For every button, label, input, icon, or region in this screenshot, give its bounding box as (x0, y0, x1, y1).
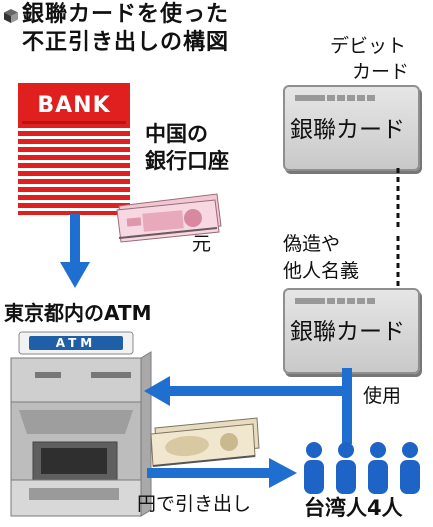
card-stripes (295, 95, 405, 103)
arrow-use-to-atm (144, 368, 358, 444)
people-group (298, 440, 426, 496)
bank-building (18, 83, 130, 215)
withdraw-label: 円で引き出し (137, 493, 252, 515)
card-connector-2 (395, 236, 401, 288)
card-connector (395, 168, 401, 228)
yuan-label: 元 (192, 233, 212, 255)
debit-card-label-line2: カード (352, 61, 410, 83)
yen-banknotes (143, 416, 263, 470)
bank-label-line2: 銀行口座 (145, 149, 229, 173)
forged-card-label-line2: 他人名義 (283, 260, 360, 282)
atm-sign: ATM (55, 336, 97, 350)
atm-heading: 東京都内のATM (4, 301, 152, 325)
diagram-title-line1: 銀聯カードを使った (22, 2, 230, 27)
arrow-bank-to-atm (60, 214, 90, 290)
yuan-banknotes (113, 192, 223, 244)
forged-card-text: 銀聯カード (290, 319, 405, 345)
use-label: 使用 (363, 385, 402, 407)
debit-card-label-line1: デビット (330, 35, 407, 57)
atm-machine (5, 330, 153, 522)
bank-label-line1: 中国の (145, 122, 208, 146)
people-label: 台湾人4人 (304, 496, 403, 520)
debit-card-text: 銀聯カード (290, 117, 405, 143)
forged-card: 銀聯カード (283, 288, 420, 374)
forged-card-label-line1: 偽造や (283, 233, 341, 255)
card-stripes (295, 298, 405, 306)
title-icon (3, 8, 19, 24)
debit-card: 銀聯カード (283, 85, 420, 171)
diagram-title-line2: 不正引き出しの構図 (22, 30, 230, 55)
bank-sign: BANK (37, 92, 111, 118)
arrow-atm-to-people (147, 456, 297, 490)
